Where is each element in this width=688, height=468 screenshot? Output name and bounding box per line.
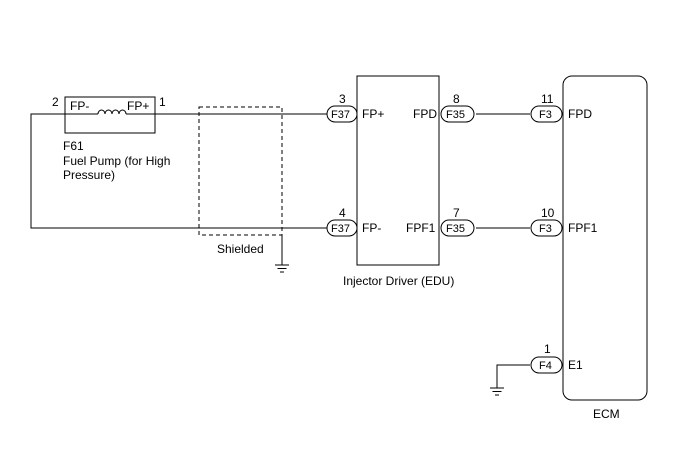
fuel-pump-pin-fp-minus: FP- bbox=[70, 99, 89, 113]
ecm-pin1-connector bbox=[530, 356, 563, 374]
ecm-pin11-connector bbox=[530, 105, 563, 123]
shield-label: Shielded bbox=[217, 242, 264, 256]
wire-fp-minus bbox=[30, 113, 327, 229]
wires bbox=[30, 113, 530, 388]
injector-pin8-number: 8 bbox=[453, 92, 460, 106]
injector-pin3-name: FP+ bbox=[362, 107, 384, 121]
fuel-pump-code: F61 bbox=[63, 139, 84, 153]
injector-pin7-connector bbox=[440, 219, 475, 237]
injector-pin8-connector bbox=[440, 105, 475, 123]
ground-icon bbox=[490, 387, 504, 396]
ecm-pin10-connector-label: F3 bbox=[539, 223, 552, 235]
fuel-pump-pin-fp-plus: FP+ bbox=[127, 99, 149, 113]
ecm-label: ECM bbox=[593, 407, 620, 421]
coil-icon bbox=[65, 109, 155, 115]
fuel-pump: FP- FP+ 2 1 F61 Fuel Pump (for High Pres… bbox=[52, 95, 170, 182]
shield-box bbox=[198, 106, 283, 236]
fuel-pump-name-line1: Fuel Pump (for High bbox=[63, 154, 170, 168]
injector-driver-label: Injector Driver (EDU) bbox=[343, 274, 454, 288]
ecm-pin1-connector-label: F4 bbox=[539, 360, 552, 372]
injector-pin4-connector bbox=[326, 219, 358, 237]
injector-pin7-name: FPF1 bbox=[406, 221, 436, 235]
injector-pin3-connector bbox=[326, 105, 358, 123]
ecm: ECM 11 F3 FPD 10 F3 FPF1 1 F4 E1 bbox=[490, 75, 648, 421]
injector-driver: Injector Driver (EDU) 3 F37 FP+ 4 F37 FP… bbox=[326, 75, 475, 288]
ecm-pin10-name: FPF1 bbox=[568, 221, 598, 235]
ground-icon bbox=[275, 264, 289, 273]
injector-pin7-number: 7 bbox=[453, 206, 460, 220]
injector-pin4-name: FP- bbox=[362, 221, 381, 235]
ecm-box bbox=[562, 75, 648, 401]
fuel-pump-pin-number-right: 1 bbox=[159, 95, 166, 109]
ecm-pin11-number: 11 bbox=[541, 92, 554, 106]
injector-pin7-connector-label: F35 bbox=[446, 223, 465, 235]
fuel-pump-name-line2: Pressure) bbox=[63, 168, 115, 182]
fuel-pump-box bbox=[64, 96, 156, 134]
injector-driver-box bbox=[356, 75, 440, 266]
injector-pin8-name: FPD bbox=[413, 107, 437, 121]
injector-pin3-connector-label: F37 bbox=[331, 109, 350, 121]
injector-pin3-number: 3 bbox=[339, 92, 346, 106]
injector-pin4-number: 4 bbox=[339, 206, 346, 220]
injector-pin4-connector-label: F37 bbox=[331, 223, 350, 235]
ecm-pin10-number: 10 bbox=[541, 206, 555, 220]
shield: Shielded bbox=[198, 106, 289, 273]
fuel-pump-pin-number-left: 2 bbox=[52, 95, 59, 109]
ecm-pin10-connector bbox=[530, 219, 563, 237]
ecm-pin11-name: FPD bbox=[568, 107, 592, 121]
wire-e1-ground bbox=[496, 364, 530, 388]
ecm-pin1-name: E1 bbox=[568, 358, 583, 372]
ecm-pin1-number: 1 bbox=[544, 342, 551, 356]
ecm-pin11-connector-label: F3 bbox=[539, 109, 552, 121]
injector-pin8-connector-label: F35 bbox=[446, 109, 465, 121]
